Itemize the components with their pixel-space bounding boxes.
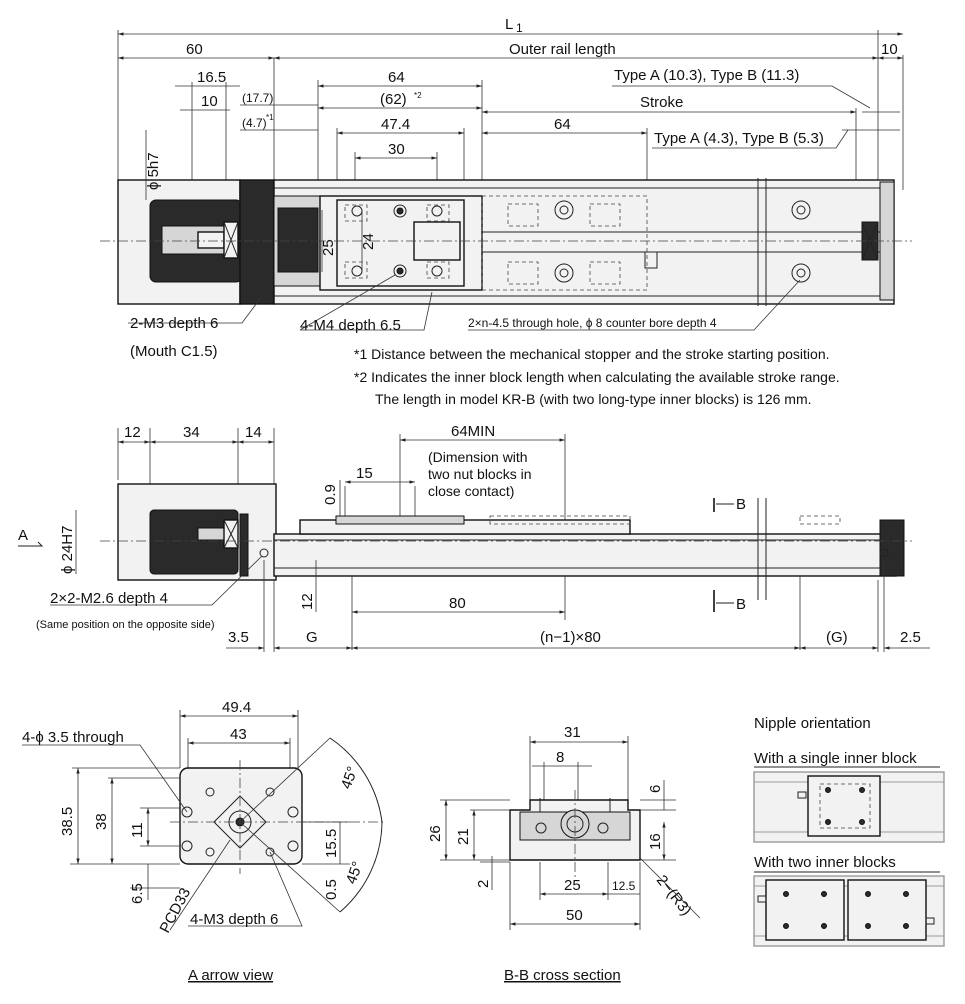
dim-0-9: 0.9 [322, 484, 339, 505]
dim-16: 16 [647, 833, 664, 850]
note-2: *2 Indicates the inner block length when… [354, 369, 840, 385]
label-b-top: B [736, 496, 746, 513]
dim-31: 31 [564, 724, 581, 741]
dim-30: 30 [388, 141, 405, 158]
dim-45-bottom: 45° [343, 859, 367, 886]
dim-r3: 2−(R3) [653, 872, 695, 919]
dim-24h7: ϕ 24H7 [59, 526, 76, 574]
dim-g: G [306, 629, 318, 646]
dim-outer-rail-length: Outer rail length [509, 41, 616, 58]
dim-note-line-1: (Dimension with [428, 449, 528, 465]
side-view: 12 34 14 64MIN (Dimension with two nut b… [18, 423, 930, 652]
arrow-view-title: A arrow view [188, 967, 273, 984]
dim-38: 38 [93, 813, 110, 830]
dim-0-5: 0.5 [323, 879, 340, 900]
dim-note-line-2: two nut blocks in [428, 466, 532, 482]
dim-34: 34 [183, 424, 200, 441]
dim-64min: 64MIN [451, 423, 495, 440]
dim-4-7: (4.7) [242, 116, 267, 130]
dim-47-4: 47.4 [381, 116, 410, 133]
callout-m3-depth: 2-M3 depth 6 [130, 315, 218, 332]
dim-6-5: 6.5 [129, 883, 146, 904]
dim-11: 11 [129, 822, 146, 838]
dim-8: 8 [556, 749, 564, 766]
nipple-two-label: With two inner blocks [754, 854, 896, 871]
dim-12-side: 12 [124, 424, 141, 441]
bb-section-title: B-B cross section [504, 967, 621, 984]
nipple-single-label: With a single inner block [754, 750, 917, 767]
callout-through-hole: 2×n-4.5 through hole, ϕ 8 counter bore d… [468, 316, 717, 330]
dim-62: (62) [380, 91, 407, 108]
dim-43: 43 [230, 726, 247, 743]
dim-49-4: 49.4 [222, 699, 251, 716]
callout-opposite-side: (Same position on the opposite side) [36, 619, 215, 631]
nipple-orientation: Nipple orientation With a single inner b… [753, 715, 945, 947]
callout-mouth: (Mouth C1.5) [130, 343, 218, 360]
dim-12-5: 12.5 [612, 879, 636, 893]
arrow-view-holes [181, 787, 299, 857]
callout-through-35: 4-ϕ 3.5 through [22, 729, 124, 746]
dim-25-bb: 25 [564, 877, 581, 894]
callout-m26: 2×2-M2.6 depth 4 [50, 590, 168, 607]
bb-section: 31 8 26 21 2 6 16 25 12.5 50 2−(R3) B-B … [427, 724, 701, 984]
dim-3-5: 3.5 [228, 629, 249, 646]
label-b-bottom: B [736, 596, 746, 613]
callout-m3-depth-6: 4-M3 depth 6 [190, 911, 278, 928]
block1-holes [351, 204, 443, 278]
dim-5h7: ϕ 5h7 [145, 152, 162, 190]
nipple-single-holes [825, 787, 865, 825]
dim-12-vertical: 12 [299, 593, 316, 610]
callout-m4-depth: 4-M4 depth 6.5 [300, 317, 401, 334]
dim-26: 26 [427, 825, 444, 842]
dim-80: 80 [449, 595, 466, 612]
dim-16-5: 16.5 [197, 69, 226, 86]
dim-type-a-top: Type A (10.3), Type B (11.3) [614, 67, 799, 84]
dim-14: 14 [245, 424, 262, 441]
dim-10-right: 10 [881, 41, 898, 58]
dim-stroke: Stroke [640, 94, 683, 111]
dim-note-line-3: close contact) [428, 483, 514, 499]
dim-38-5: 38.5 [59, 807, 76, 836]
dim-24: 24 [360, 233, 377, 250]
dim-l1: L [505, 16, 513, 33]
dim-50: 50 [566, 907, 583, 924]
dim-21: 21 [455, 828, 472, 845]
dim-60: 60 [186, 41, 203, 58]
dim-64: 64 [388, 69, 405, 86]
dim-17-7: (17.7) [242, 91, 273, 105]
dim-type-a-bottom: Type A (4.3), Type B (5.3) [654, 130, 824, 147]
dim-45-top: 45° [338, 764, 362, 791]
dim-g2: (G) [826, 629, 848, 646]
dim-n80: (n−1)×80 [540, 629, 601, 646]
dim-6: 6 [647, 785, 664, 793]
dim-62-note: *2 [414, 91, 422, 100]
dim-2: 2 [475, 880, 492, 888]
dim-10: 10 [201, 93, 218, 110]
dim-64-b: 64 [554, 116, 571, 133]
top-view: L 1 60 Outer rail length 10 16.5 10 (17.… [100, 16, 912, 407]
note-1: *1 Distance between the mechanical stopp… [354, 346, 830, 362]
dim-4-7-note: *1 [266, 113, 274, 122]
dim-25: 25 [320, 239, 337, 256]
label-a: A [18, 527, 28, 544]
label-pcd33: PCD33 [157, 885, 195, 936]
nipple-two-holes [783, 891, 909, 929]
dim-15-5: 15.5 [323, 829, 340, 858]
nipple-title: Nipple orientation [754, 715, 871, 732]
arrow-view: 49.4 43 45° 45° 38.5 38 11 6.5 15.5 0.5 [22, 699, 386, 984]
dim-l1-sub: 1 [516, 21, 523, 35]
dim-2-5: 2.5 [900, 629, 921, 646]
note-3: The length in model KR-B (with two long-… [375, 391, 812, 407]
dim-15: 15 [356, 465, 373, 482]
